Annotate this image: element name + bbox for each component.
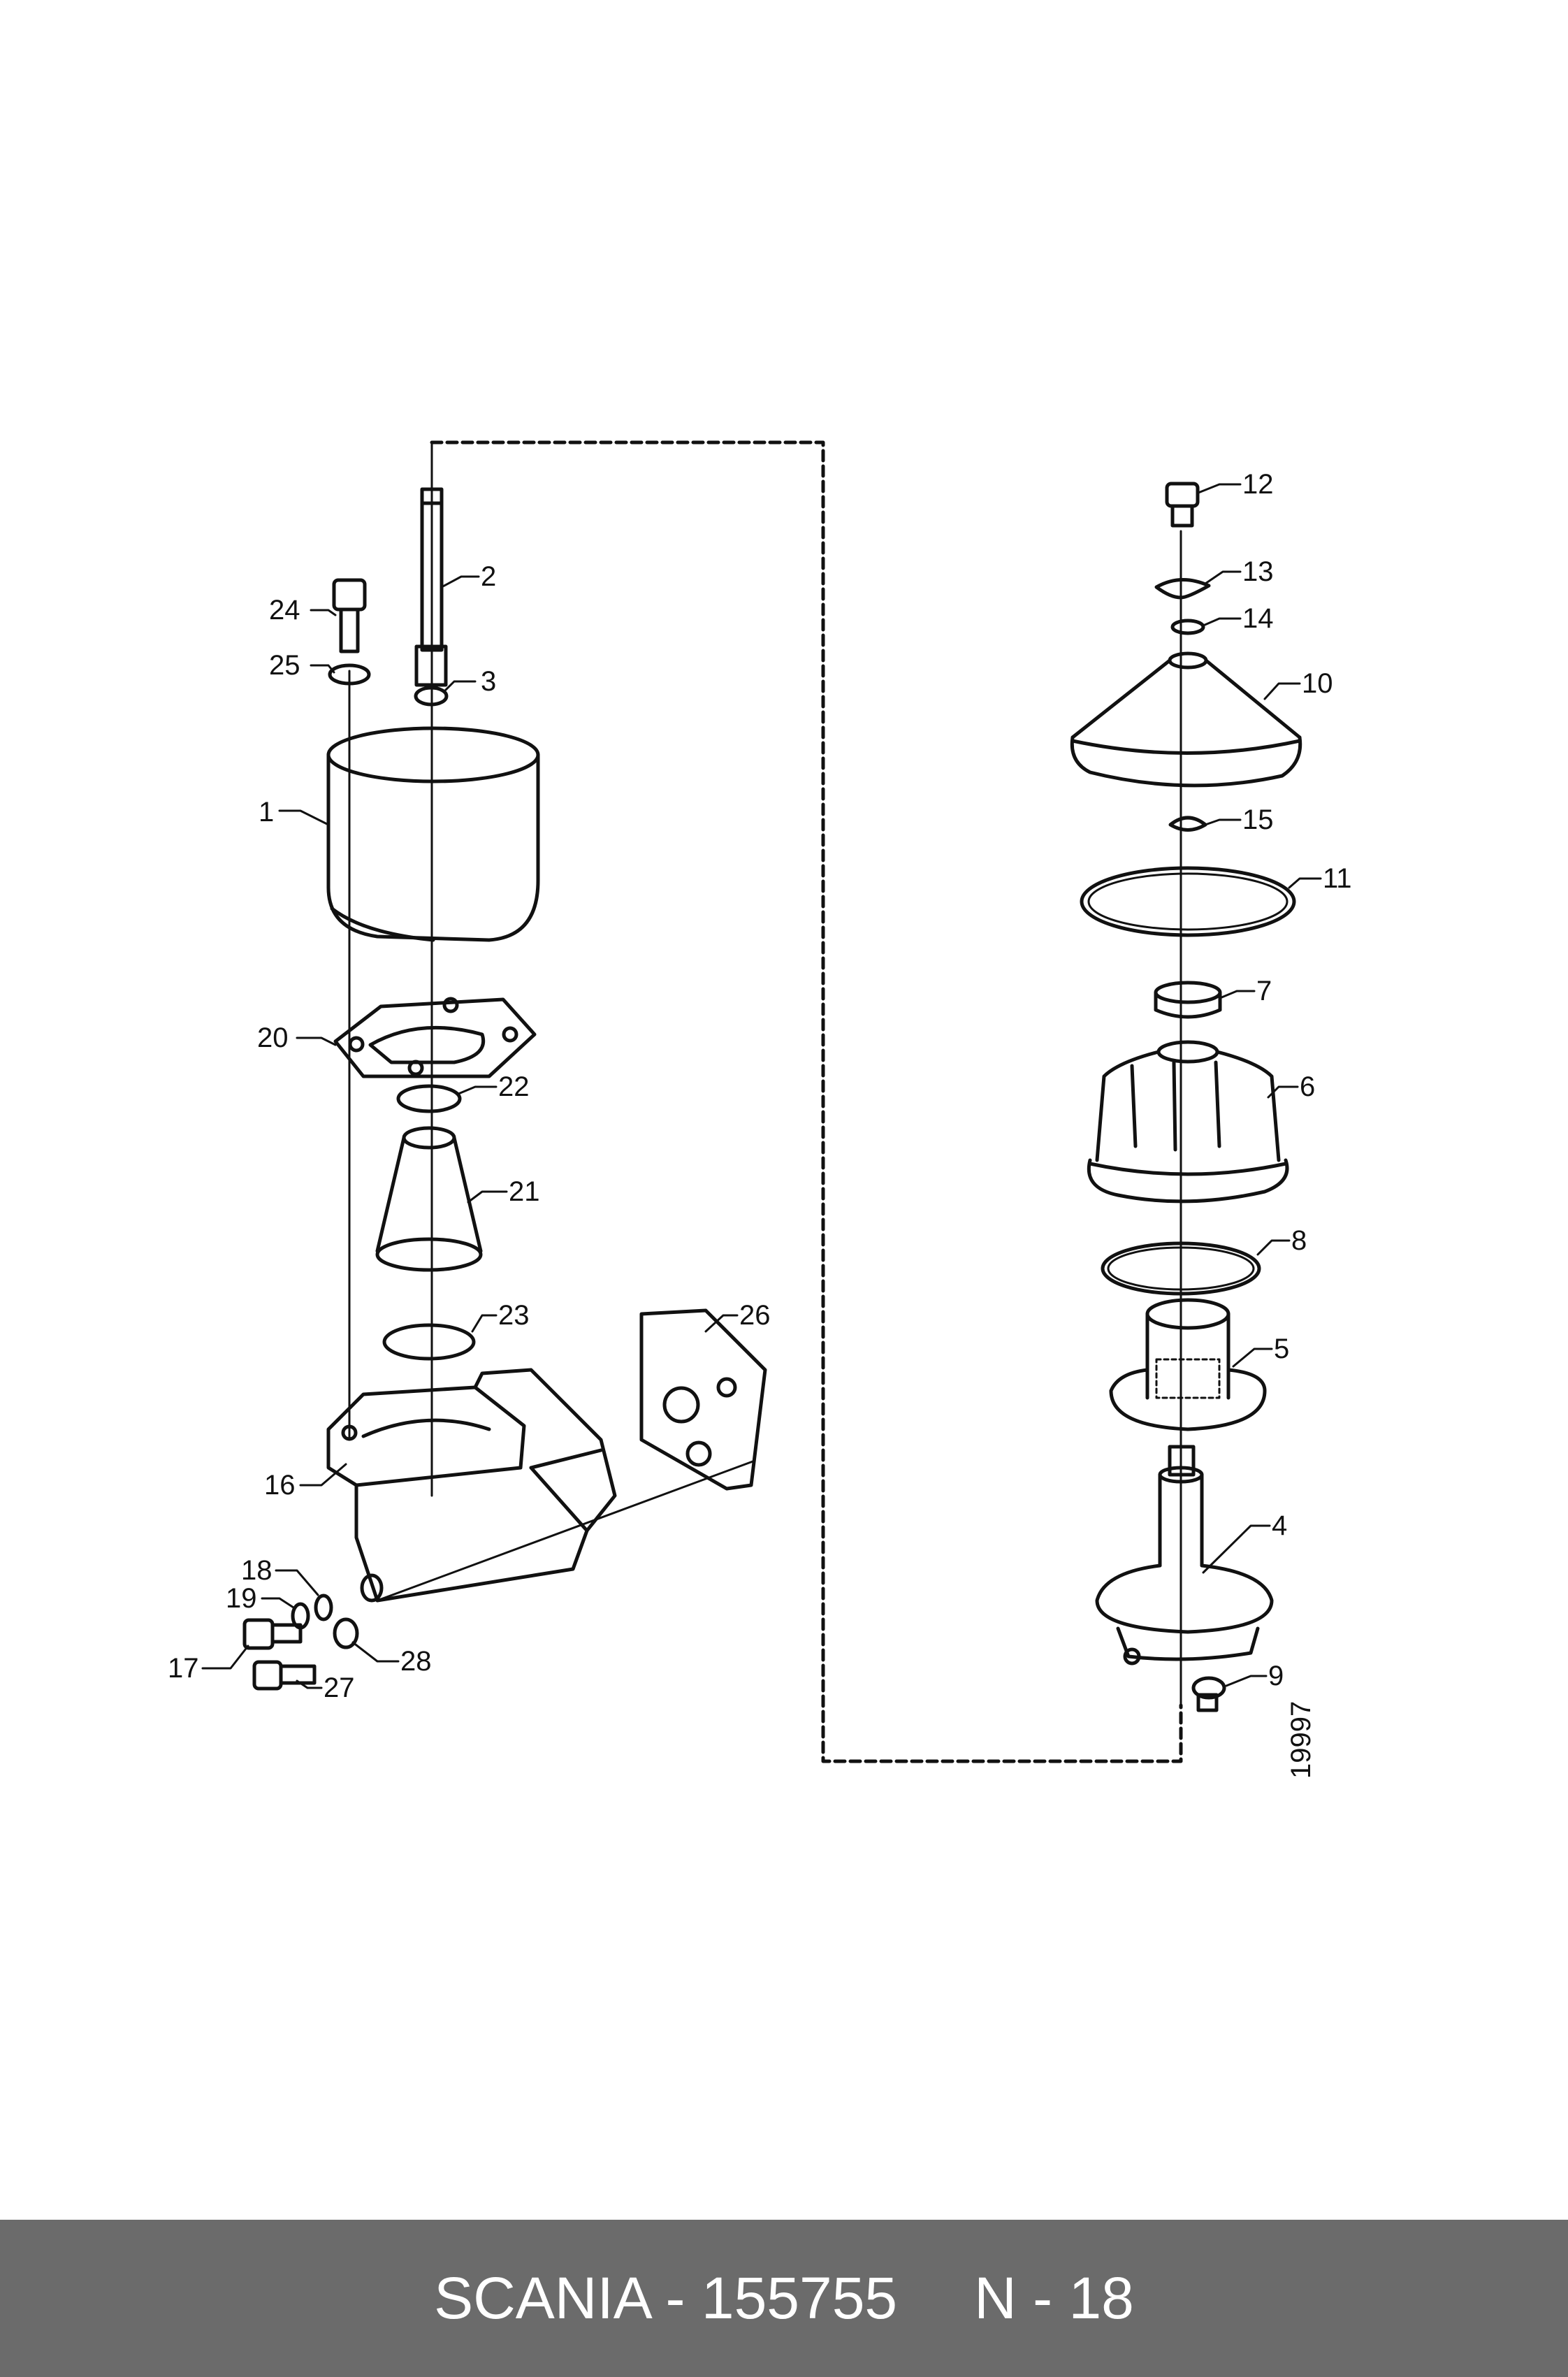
callout-15: 15 [1242,804,1274,835]
callout-17: 17 [168,1653,199,1684]
leader-5 [1232,1348,1273,1368]
leader-14 [1202,617,1242,627]
part-10-cover [1070,651,1302,788]
callout-7: 7 [1256,976,1272,1006]
part-6-rotor-bowl [1087,1040,1289,1204]
part-5-strainer [1109,1298,1267,1431]
leader-25 [310,664,335,674]
leader-23 [471,1314,498,1333]
part-17-bolt [242,1618,303,1650]
callout-5: 5 [1274,1334,1289,1364]
leader-9 [1225,1675,1268,1687]
part-28-washer [333,1617,359,1649]
part-22-o-ring [396,1084,462,1113]
callout-12: 12 [1242,469,1274,500]
part-8-o-ring [1101,1241,1261,1296]
drawing-reference-number: 19997 [1286,1701,1316,1779]
leader-4 [1202,1524,1271,1574]
callout-23: 23 [498,1300,530,1331]
part-15-clip [1168,816,1207,832]
callout-27: 27 [324,1672,355,1703]
callout-20: 20 [257,1023,289,1053]
leader-12 [1197,483,1242,494]
dashed-connector-line [430,440,1183,1763]
leader-15 [1204,818,1242,826]
callout-14: 14 [1242,603,1274,634]
part-16-base-housing [326,1368,756,1603]
callout-11: 11 [1323,863,1352,894]
footer-part-label: SCANIA - 155755 [434,2265,898,2331]
callout-18: 18 [241,1555,273,1586]
callout-25: 25 [269,650,300,681]
footer-bar: SCANIA - 155755 N - 18 [0,2220,1568,2377]
callout-24: 24 [269,595,300,626]
part-11-o-ring [1080,866,1296,937]
callout-28: 28 [400,1646,432,1677]
part-2-spindle [414,487,448,687]
part-25-washer [328,663,371,686]
leader-26 [704,1314,739,1333]
callout-6: 6 [1300,1071,1315,1102]
callout-2: 2 [481,561,496,592]
leader-22 [457,1085,498,1095]
part-24-bolt [332,578,367,653]
part-18-washer [314,1594,333,1621]
leader-10 [1263,682,1301,700]
part-21-cone [375,1126,483,1272]
footer-page-label: N - 18 [974,2265,1134,2331]
leader-16 [299,1463,347,1487]
leader-19 [261,1597,295,1609]
callout-22: 22 [498,1071,530,1102]
leader-18 [275,1569,319,1596]
leader-3 [442,680,477,693]
leader-27 [296,1679,323,1689]
callout-3: 3 [481,666,496,697]
callout-16: 16 [264,1470,296,1501]
part-13-wing-nut [1154,578,1211,600]
callout-26: 26 [739,1300,771,1331]
callout-19: 19 [226,1583,257,1614]
callout-21: 21 [509,1176,540,1207]
leader-28 [351,1641,400,1663]
leader-17 [201,1645,249,1670]
callout-9: 9 [1268,1661,1284,1691]
leader-6 [1267,1085,1299,1099]
part-3-washer [414,686,449,707]
part-14-washer [1170,619,1205,635]
part-1-housing [326,726,540,942]
leader-8 [1256,1239,1291,1256]
part-26-flange-gasket [639,1308,767,1491]
callout-8: 8 [1291,1225,1307,1256]
leader-24 [310,609,337,616]
callout-1: 1 [259,797,274,828]
part-9-nozzle [1191,1676,1226,1712]
leader-21 [467,1190,508,1204]
part-12-cap-nut [1165,482,1200,528]
callout-13: 13 [1242,556,1274,587]
callout-10: 10 [1302,668,1333,699]
leader-7 [1219,990,1256,999]
leader-1 [278,809,330,826]
part-27-bolt [252,1660,317,1691]
part-4-rotor-base [1095,1445,1274,1666]
leader-11 [1288,877,1322,889]
part-20-gasket [333,997,537,1078]
leader-13 [1204,570,1242,585]
part-7-nut [1154,981,1222,1019]
callout-4: 4 [1272,1510,1287,1541]
leader-2 [440,575,480,588]
part-23-o-ring [382,1323,476,1361]
leader-20 [296,1036,337,1046]
